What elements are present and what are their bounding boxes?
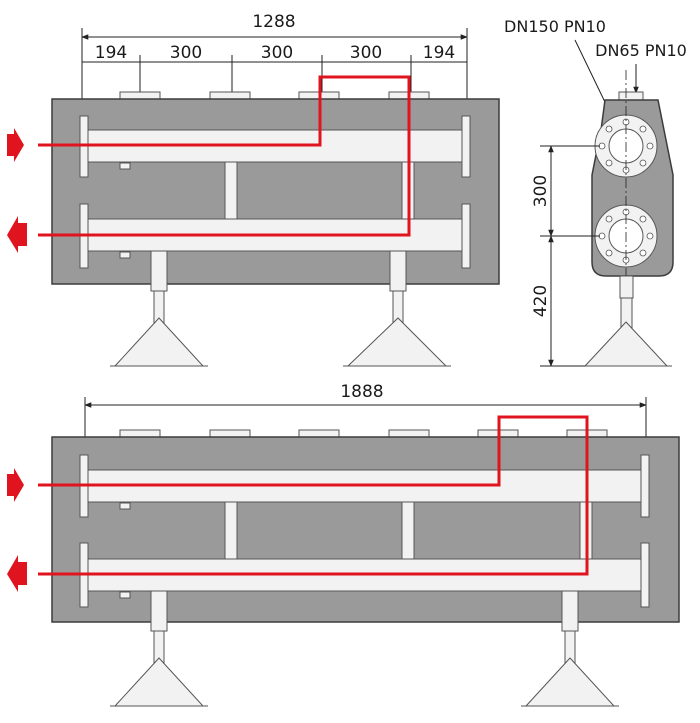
bolt-hole (646, 142, 654, 150)
bottom-overall-length: 1888 (340, 382, 383, 402)
top-segment-5: 194 (423, 43, 455, 63)
side-height-dimension: 420 (531, 285, 551, 317)
side-spacing-dimension: 300 (531, 175, 551, 207)
arrow-out-icon (7, 555, 27, 592)
bolt-hole (605, 249, 613, 257)
top-segment-4: 300 (350, 43, 382, 63)
bolt-hole (639, 249, 647, 257)
top-segment-2: 300 (170, 43, 202, 63)
side-top-nozzle (618, 91, 644, 101)
bolt-hole (639, 125, 647, 133)
side-view: DN150 PN10 DN65 PN10 300 420 (504, 17, 687, 367)
side-dimension-lines (540, 145, 600, 367)
flange-label-dn65: DN65 PN10 (595, 41, 687, 60)
bolt-hole (605, 125, 613, 133)
bolt-hole (639, 159, 647, 167)
bottom-flow-path (38, 415, 589, 576)
bolt-hole (639, 215, 647, 223)
top-supports (110, 250, 451, 367)
bottom-manifold-view: 1888 (7, 382, 680, 707)
top-segment-3: 300 (261, 43, 293, 63)
side-support (580, 275, 672, 367)
top-flow-path (38, 75, 411, 237)
top-overall-length: 1288 (252, 12, 295, 32)
bolt-hole (605, 215, 613, 223)
top-manifold-view: 1288 194 300 300 300 194 (7, 12, 500, 367)
top-segment-1: 194 (95, 43, 127, 63)
bottom-supports (110, 590, 619, 707)
bolt-hole (605, 159, 613, 167)
arrow-out-icon (7, 216, 27, 253)
arrow-in-icon (7, 468, 24, 502)
flange-label-dn150: DN150 PN10 (504, 17, 606, 36)
top-insulation-body (51, 98, 500, 285)
bolt-hole (646, 232, 654, 240)
arrow-in-icon (7, 128, 24, 162)
top-dimension-chain (81, 28, 468, 110)
